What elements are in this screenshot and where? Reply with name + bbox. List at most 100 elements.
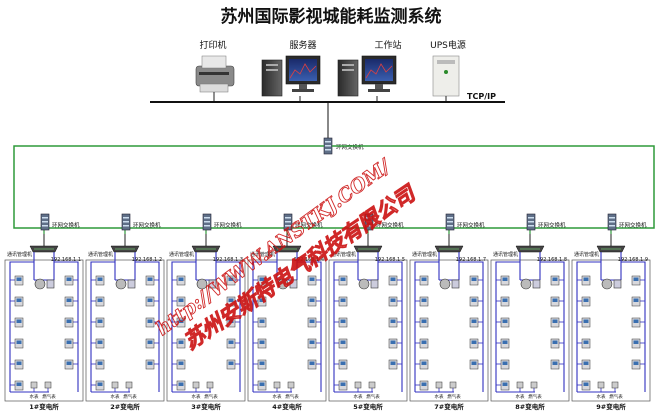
comm-manager-icon [596,245,626,253]
substation-2: 环网交换机通讯管理机192.168.1.2水表燃气表2#变电所 [85,213,165,411]
transformer-icon [439,278,460,290]
cabinet-frame [166,259,246,402]
substation-5: 环网交换机通讯管理机192.168.1.5水表燃气表5#变电所 [328,213,408,411]
power-meter-icon [176,275,186,286]
power-meter-icon [14,338,24,349]
power-meter-icon [145,275,155,286]
power-meter-icon [95,296,105,307]
comm-manager-icon [515,245,545,253]
power-meter-icon [307,338,317,349]
power-meter-icon [95,359,105,370]
power-meter-icon [550,338,560,349]
power-meter-icon [226,359,236,370]
workstation-icon [337,55,397,97]
power-meter-icon [14,317,24,328]
power-meter-icon [226,338,236,349]
switch-icon [445,213,455,231]
power-meter-icon [419,275,429,286]
gas-meter-label: 燃气表 [42,393,56,400]
power-meter-icon [64,338,74,349]
water-meter-label: 水表 [30,393,39,400]
substation-8: 环网交换机通讯管理机192.168.1.9水表燃气表9#变电所 [571,213,651,411]
gas-meter-label: 燃气表 [204,393,218,400]
switch-icon [40,213,50,231]
ups-label: UPS电源 [430,39,466,51]
gas-meter-label: 燃气表 [609,393,623,400]
gas-meter-label: 燃气表 [123,393,137,400]
ups-icon [432,55,460,97]
field-bus [495,252,565,392]
substation-4: 环网交换机通讯管理机192.168.1.4水表燃气表4#变电所 [247,213,327,411]
power-meter-icon [338,317,348,328]
power-meter-icon [469,317,479,328]
comm-manager-icon [272,245,302,253]
water-meter-label: 水表 [597,393,606,400]
switch-icon [283,213,293,231]
power-meter-icon [388,359,398,370]
switch-icon [202,213,212,231]
switch-icon [526,213,536,231]
comm-manager-icon [29,245,59,253]
power-meter-icon [631,275,641,286]
manager-label: 通讯管理机 [574,251,599,258]
power-meter-icon [95,275,105,286]
core-switch-label: 环网交换机 [336,143,364,151]
switch-label: 环网交换机 [619,221,647,229]
power-meter-icon [581,338,591,349]
watermark-company: 苏州安斯特电气科技有限公司 [179,179,422,354]
printer-icon [195,55,235,93]
power-meter-icon [500,359,510,370]
substation-6: 环网交换机通讯管理机192.168.1.7水表燃气表7#变电所 [409,213,489,411]
water-meter-icon [516,381,524,392]
cabinet-frame [490,259,570,402]
cabinet-frame [4,259,84,402]
power-meter-icon [631,338,641,349]
power-meter-icon [64,317,74,328]
power-meter-icon [469,296,479,307]
printer: 打印机 [195,39,235,93]
power-meter-icon [176,380,186,391]
gas-meter-label: 燃气表 [528,393,542,400]
power-meter-icon [257,338,267,349]
power-meter-icon [338,338,348,349]
gas-meter-icon [125,381,133,392]
power-meter-icon [388,275,398,286]
power-meter-icon [550,317,560,328]
transformer-icon [601,278,622,290]
power-meter-icon [176,338,186,349]
transformer-icon [34,278,55,290]
field-bus [171,252,241,392]
gas-meter-icon [287,381,295,392]
substation-name: 4#变电所 [272,402,302,411]
field-bus [9,252,79,392]
printer-label: 打印机 [199,39,226,51]
water-meter-icon [111,381,119,392]
manager-label: 通讯管理机 [250,251,275,258]
water-meter-label: 水表 [111,393,120,400]
substation-name: 5#变电所 [353,402,383,411]
switch-label: 环网交换机 [52,221,80,229]
workstation-label: 工作站 [374,39,401,51]
power-meter-icon [581,296,591,307]
field-bus [333,252,403,392]
gas-meter-icon [368,381,376,392]
power-meter-icon [145,359,155,370]
water-meter-label: 水表 [273,393,282,400]
power-meter-icon [419,380,429,391]
power-meter-icon [338,296,348,307]
power-meter-icon [14,275,24,286]
power-meter-icon [176,359,186,370]
water-meter-icon [435,381,443,392]
power-meter-icon [14,380,24,391]
substation-name: 7#变电所 [434,402,464,411]
switch-label: 环网交换机 [457,221,485,229]
manager-label: 通讯管理机 [7,251,32,258]
comm-manager-icon [110,245,140,253]
power-meter-icon [338,275,348,286]
switch-label: 环网交换机 [214,221,242,229]
power-meter-icon [176,317,186,328]
power-meter-icon [257,275,267,286]
power-meter-icon [145,338,155,349]
cabinet-frame [571,259,651,402]
power-meter-icon [500,338,510,349]
